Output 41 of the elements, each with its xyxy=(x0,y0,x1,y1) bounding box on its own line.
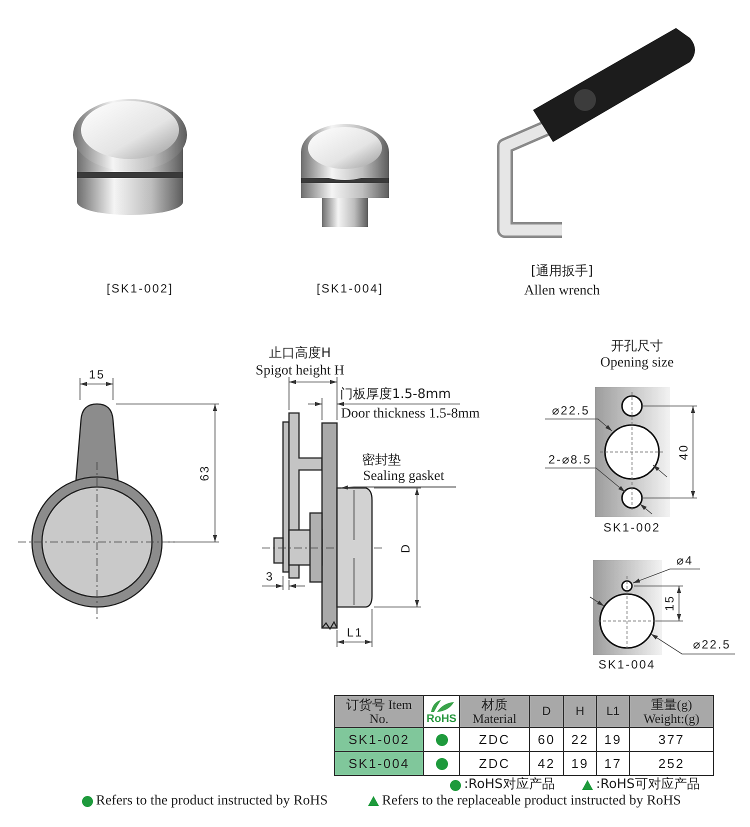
dimension-text: 门板厚度1.5-8mm xyxy=(340,388,451,402)
caption: [SK1-002] xyxy=(106,282,174,296)
legend-text: :RoHS可对应产品 xyxy=(596,778,700,792)
header-cell: 重量(g) Weight:(g) xyxy=(629,695,714,728)
header-cell: D xyxy=(529,695,564,728)
dimension-value: ⌀22.5 xyxy=(552,404,590,418)
dimension-text: Spigot height H xyxy=(256,363,344,379)
legend-text: :RoHS对应产品 xyxy=(464,778,555,792)
leader-line xyxy=(340,485,456,490)
gasket-drawing xyxy=(336,487,373,608)
dimension-value: 3 xyxy=(266,570,274,584)
dimension-value: 15 xyxy=(663,594,677,612)
dimension-value: 63 xyxy=(198,464,212,482)
caption: [SK1-004] xyxy=(316,282,384,296)
header-cell: 材质 Material xyxy=(459,695,530,728)
table-cell: SK1-004 xyxy=(334,751,424,776)
caption: Allen wrench xyxy=(524,283,600,299)
title-text: Opening size xyxy=(600,355,674,371)
table-cell: 252 xyxy=(629,751,714,776)
dimension-value: 15 xyxy=(88,368,106,382)
callout-text: Sealing gasket xyxy=(363,469,446,485)
legend-text: Refers to the product instructed by RoHS xyxy=(96,793,328,809)
dimension-value: 2-⌀8.5 xyxy=(548,453,592,467)
table-cell: SK1-002 xyxy=(334,727,424,752)
callout-text: 密封垫 xyxy=(362,453,402,469)
part-code: SK1-002 xyxy=(603,521,661,535)
dimension-value: L1 xyxy=(346,626,364,640)
dimension-text: Door thickness 1.5-8mm xyxy=(341,406,480,422)
dimension-value: 40 xyxy=(677,444,691,460)
header-cell: H xyxy=(563,695,597,728)
dimension-value: D xyxy=(399,542,413,554)
part-code: SK1-004 xyxy=(598,658,656,672)
dimension-value: ⌀22.5 xyxy=(693,638,731,652)
caption: [通用扳手] xyxy=(530,264,594,280)
header-cell: 订货号 Item No. xyxy=(334,695,424,728)
dimension-value: ⌀4 xyxy=(676,554,694,568)
legend-text: Refers to the replaceable product instructed by RoHS xyxy=(382,793,681,809)
title-text: 开孔尺寸 xyxy=(611,340,663,354)
header-cell: L1 xyxy=(596,695,630,728)
dimension-text: 止口高度H xyxy=(269,346,331,362)
header-text: RoHS xyxy=(426,712,456,724)
